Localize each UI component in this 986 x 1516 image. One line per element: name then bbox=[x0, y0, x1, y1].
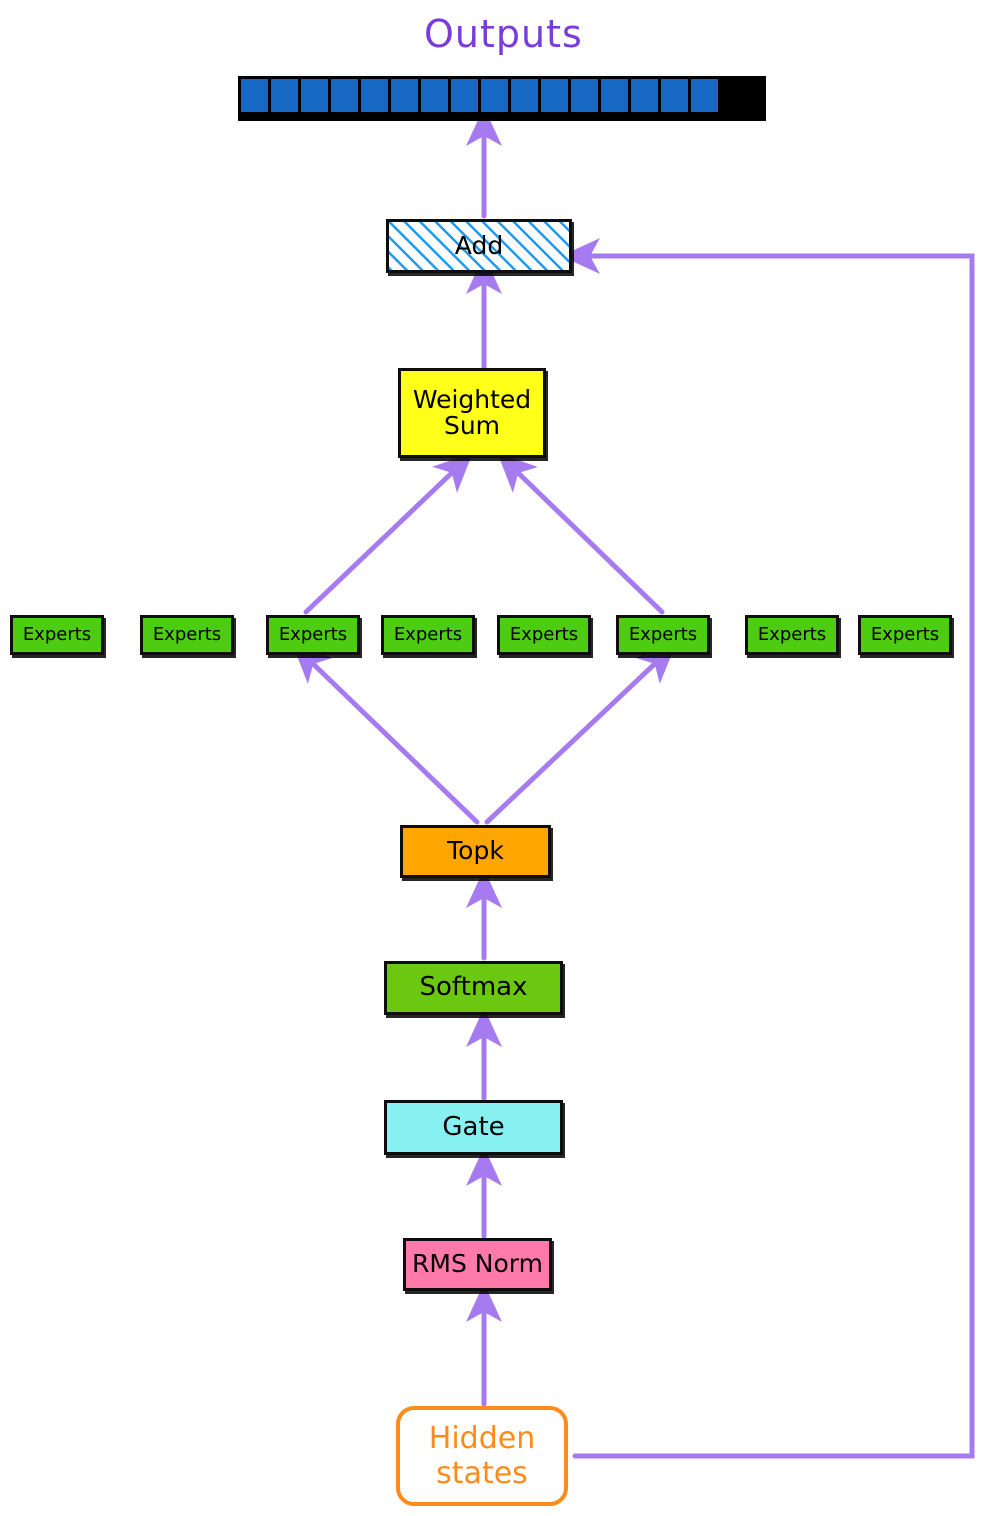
node-softmax-label: Softmax bbox=[419, 972, 528, 1003]
output-token-cell bbox=[331, 79, 358, 112]
output-token-cell bbox=[421, 79, 448, 112]
node-topk[interactable]: Topk bbox=[400, 825, 551, 878]
output-token-cell bbox=[691, 79, 718, 112]
node-expert-8-label: Experts bbox=[870, 624, 940, 646]
outputs-token-strip bbox=[238, 76, 766, 121]
output-token-cell bbox=[541, 79, 568, 112]
node-rms-norm[interactable]: RMS Norm bbox=[403, 1238, 552, 1291]
output-token-cell bbox=[661, 79, 688, 112]
edge-expert6-to-weightedsum bbox=[497, 452, 665, 615]
node-softmax[interactable]: Softmax bbox=[384, 961, 563, 1015]
output-token-cell bbox=[361, 79, 388, 112]
node-expert-2-label: Experts bbox=[152, 624, 222, 646]
node-topk-label: Topk bbox=[447, 836, 504, 866]
node-expert-3-label: Experts bbox=[278, 624, 348, 646]
output-token-cell bbox=[481, 79, 508, 112]
node-expert-3[interactable]: Experts bbox=[266, 615, 360, 655]
edge-expert3-to-weightedsum bbox=[303, 452, 473, 615]
node-expert-6-label: Experts bbox=[628, 624, 698, 646]
node-expert-7-label: Experts bbox=[757, 624, 827, 646]
output-token-cell bbox=[601, 79, 628, 112]
output-token-cell bbox=[451, 79, 478, 112]
node-expert-2[interactable]: Experts bbox=[140, 615, 234, 655]
node-add[interactable]: Add bbox=[386, 219, 572, 273]
node-weighted-sum-label-line1: Weighted bbox=[412, 384, 532, 414]
output-token-cell bbox=[511, 79, 538, 112]
node-expert-4[interactable]: Experts bbox=[381, 615, 475, 655]
node-hidden-states-label-line2: states bbox=[436, 1456, 528, 1491]
output-token-cell bbox=[271, 79, 298, 112]
output-token-cell bbox=[301, 79, 328, 112]
node-weighted-sum[interactable]: Weighted Sum bbox=[398, 368, 546, 458]
node-add-label: Add bbox=[454, 230, 504, 260]
output-token-cell bbox=[391, 79, 418, 112]
node-rms-norm-label: RMS Norm bbox=[412, 1249, 543, 1279]
node-expert-5[interactable]: Experts bbox=[497, 615, 591, 655]
output-token-cell bbox=[571, 79, 598, 112]
edge-topk-to-expert3 bbox=[292, 643, 480, 825]
page-title: Outputs bbox=[424, 12, 583, 56]
node-expert-1-label: Experts bbox=[22, 624, 92, 646]
node-gate-label: Gate bbox=[442, 1111, 505, 1142]
node-gate[interactable]: Gate bbox=[384, 1100, 563, 1155]
output-token-cell bbox=[241, 79, 268, 112]
node-expert-4-label: Experts bbox=[393, 624, 463, 646]
node-expert-1[interactable]: Experts bbox=[10, 615, 104, 655]
node-expert-7[interactable]: Experts bbox=[745, 615, 839, 655]
edge-topk-to-expert6 bbox=[484, 643, 676, 825]
node-weighted-sum-label-line2: Sum bbox=[443, 411, 501, 440]
output-token-cell bbox=[631, 79, 658, 112]
node-hidden-states[interactable]: Hidden states bbox=[396, 1406, 568, 1506]
node-hidden-states-label-line1: Hidden bbox=[428, 1420, 536, 1456]
node-expert-5-label: Experts bbox=[509, 624, 579, 646]
node-expert-6[interactable]: Experts bbox=[616, 615, 710, 655]
edge-residual-hiddenstates-to-add bbox=[560, 238, 975, 1459]
node-expert-8[interactable]: Experts bbox=[858, 615, 952, 655]
